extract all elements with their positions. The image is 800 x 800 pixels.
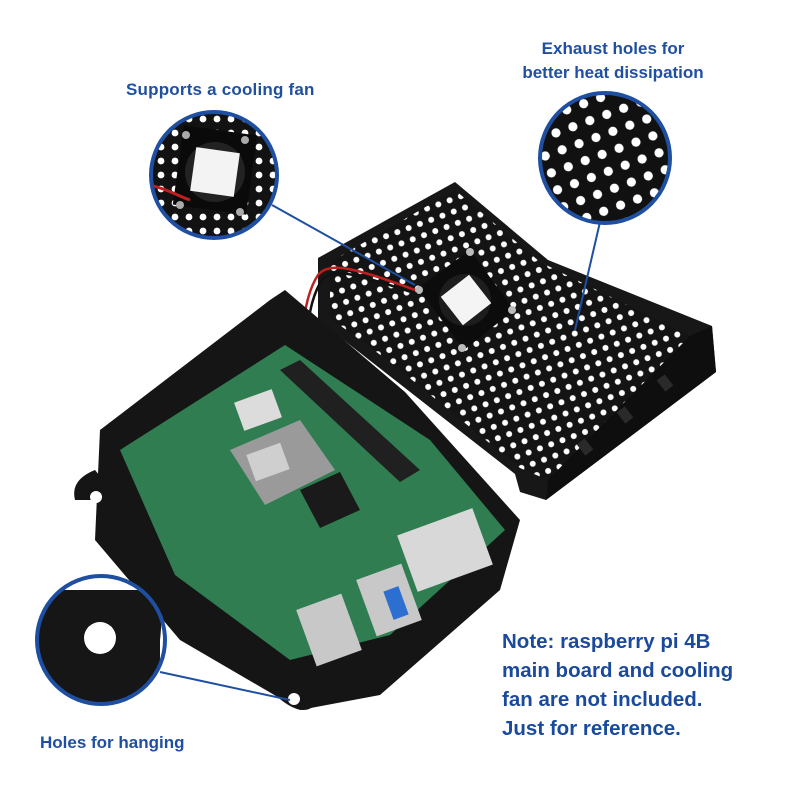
case-lid [318, 182, 716, 500]
exhaust-zoom-callout [538, 91, 672, 225]
note-line-4: Just for reference. [502, 717, 681, 740]
exhaust-label-line-1: Exhaust holes for [541, 39, 685, 58]
hanging-callout-label: Holes for hanging [40, 733, 185, 752]
cooling-fan-icon [415, 248, 516, 352]
exhaust-callout-label: Exhaust holes for better heat dissipatio… [513, 37, 713, 85]
callout-lines [159, 204, 601, 701]
note-line-2: main board and cooling [502, 659, 734, 682]
note-line-3: fan are not included. [502, 688, 703, 711]
raspberry-pi-board [120, 345, 505, 667]
fan-callout-label: Supports a cooling fan [126, 80, 315, 99]
disclaimer-note: Note: raspberry pi 4B main board and coo… [502, 627, 733, 743]
hanging-hole-zoom-callout [35, 574, 167, 706]
note-line-1: Note: raspberry pi 4B [502, 630, 711, 653]
fan-zoom-callout [149, 110, 279, 240]
exhaust-label-line-2: better heat dissipation [522, 63, 704, 82]
